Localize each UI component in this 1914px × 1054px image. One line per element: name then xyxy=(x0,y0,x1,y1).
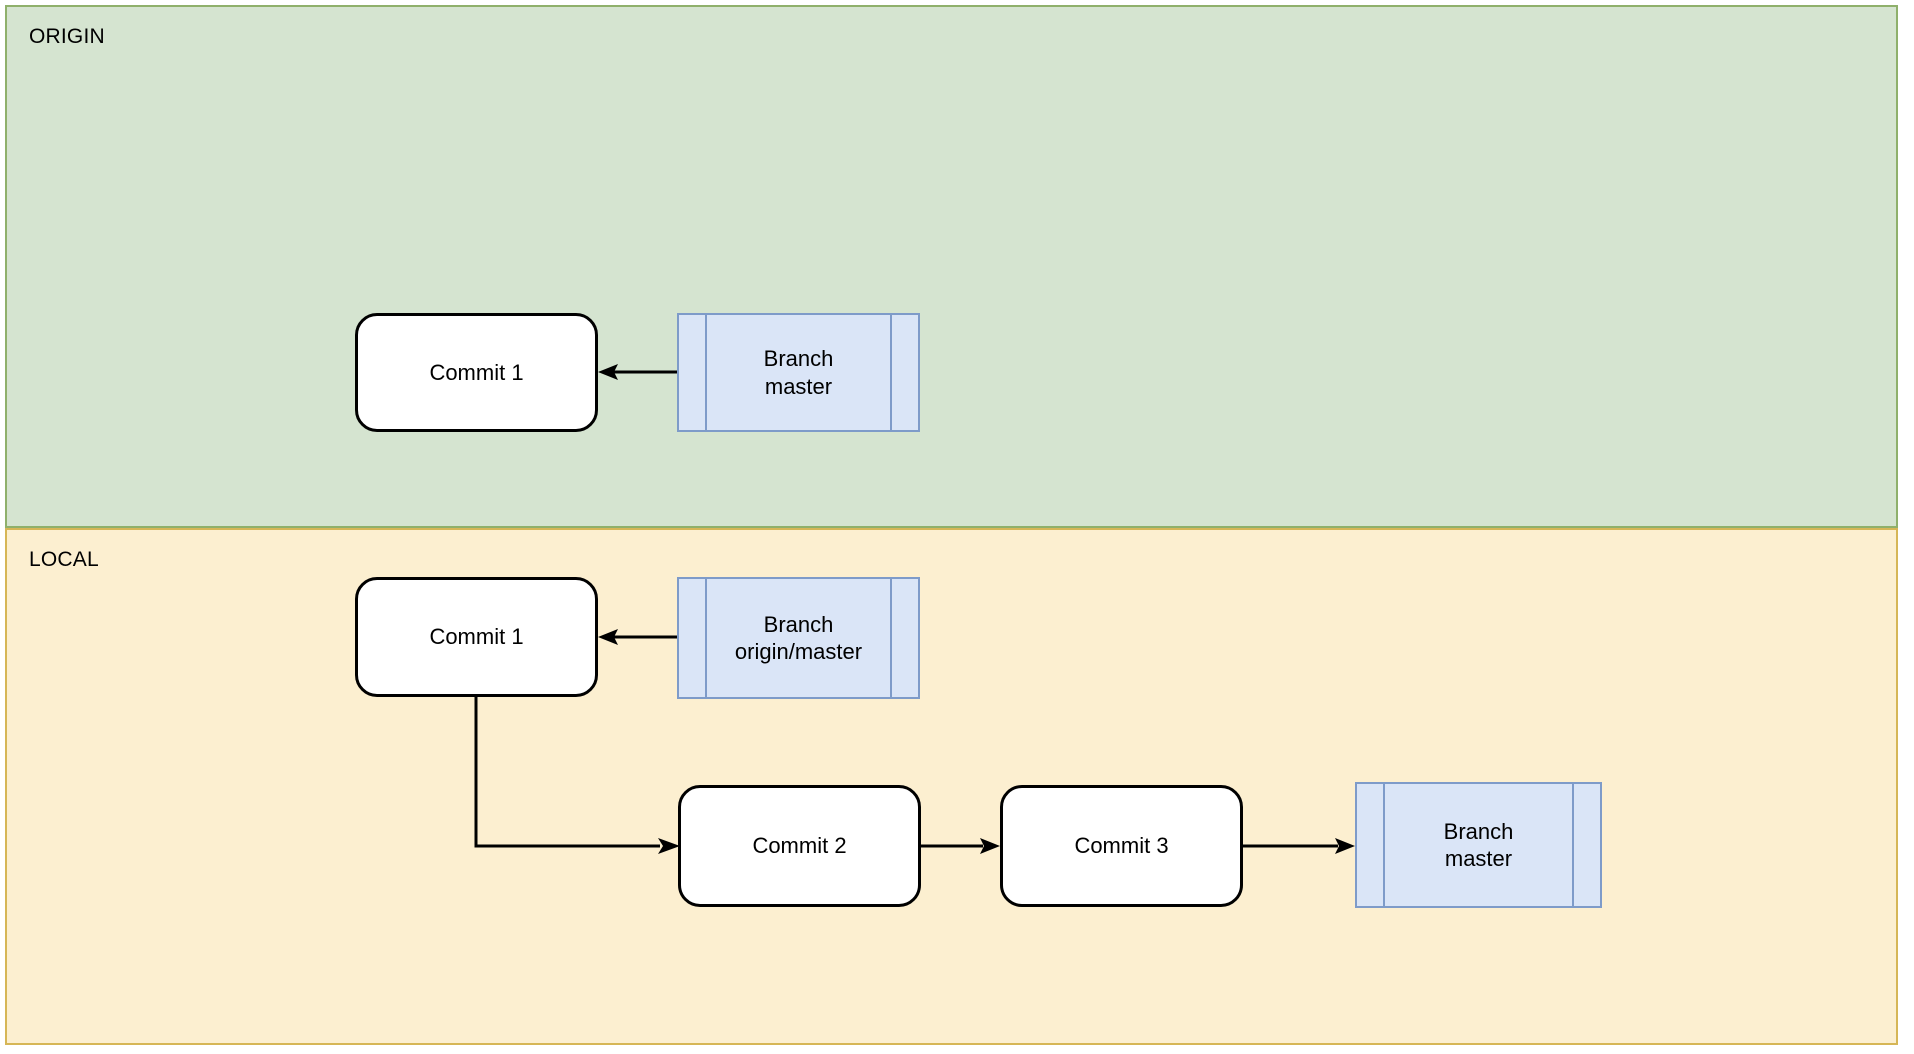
process-rule-right-icon xyxy=(1572,784,1574,906)
node-local-commit-2[interactable]: Commit 2 xyxy=(678,785,921,907)
node-local-commit-1[interactable]: Commit 1 xyxy=(355,577,598,697)
node-local-commit-3[interactable]: Commit 3 xyxy=(1000,785,1243,907)
process-rule-right-icon xyxy=(890,315,892,430)
edge-local-commit1-to-commit2 xyxy=(460,690,700,865)
swimlane-origin-label: ORIGIN xyxy=(29,25,105,48)
node-label: Commit 1 xyxy=(429,359,524,385)
node-origin-commit-1[interactable]: Commit 1 xyxy=(355,313,598,432)
process-rule-left-icon xyxy=(1383,784,1385,906)
edge-local-branch-to-commit1 xyxy=(598,622,678,652)
process-rule-right-icon xyxy=(890,579,892,697)
process-rule-left-icon xyxy=(705,579,707,697)
process-rule-left-icon xyxy=(705,315,707,430)
edge-local-commit2-to-commit3 xyxy=(921,831,1001,861)
edge-local-commit3-to-branch xyxy=(1243,831,1356,861)
swimlane-local-label: LOCAL xyxy=(29,548,99,571)
node-label: Commit 3 xyxy=(1074,833,1169,858)
node-label: Commit 2 xyxy=(752,833,847,858)
node-label: Commit 1 xyxy=(429,624,524,649)
swimlane-origin: ORIGIN xyxy=(5,5,1898,528)
swimlane-local: LOCAL xyxy=(5,528,1898,1045)
edge-origin-branch-to-commit1 xyxy=(598,357,678,387)
